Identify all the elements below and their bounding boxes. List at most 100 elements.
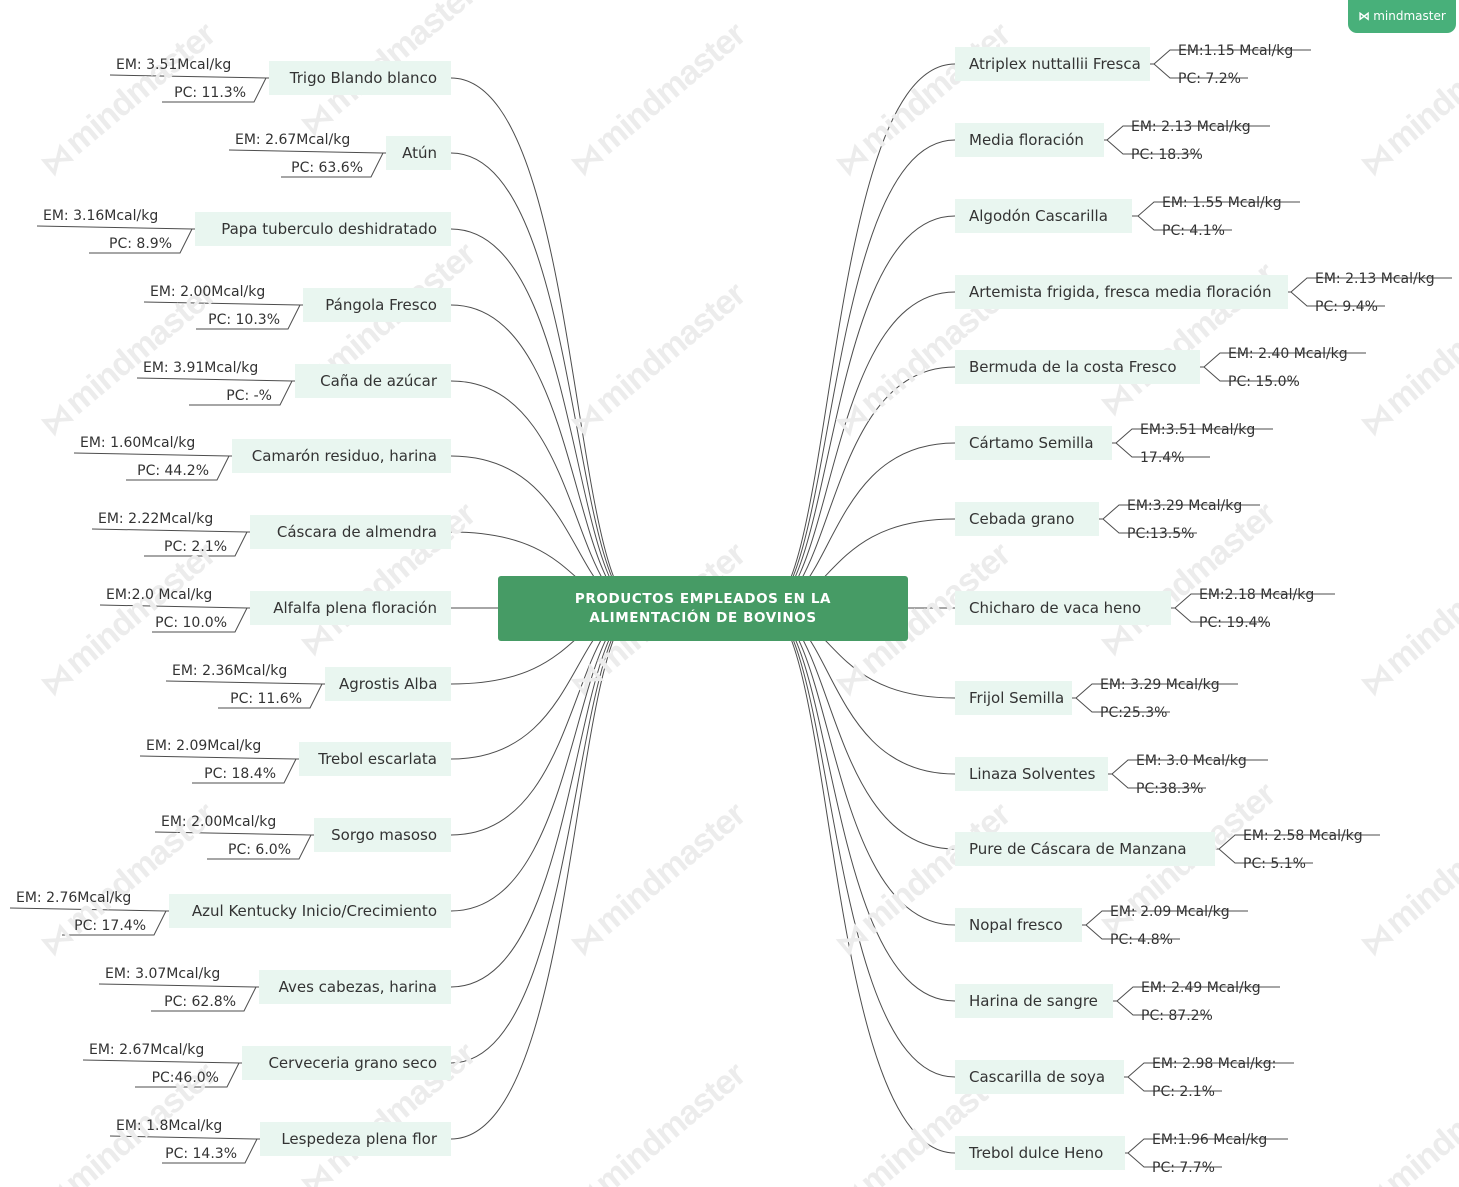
em-underline — [1132, 201, 1300, 217]
pc-underline — [1218, 848, 1313, 864]
pc-value: PC:13.5% — [1127, 526, 1195, 542]
em-value: EM: 2.09Mcal/kg — [146, 738, 262, 754]
pc-underline — [1111, 773, 1206, 789]
em-value: EM: 2.36Mcal/kg — [172, 663, 288, 679]
connector-right-5 — [764, 366, 956, 609]
connector-left-13 — [450, 607, 641, 988]
topic-left-13[interactable]: Aves cabezas, harina — [259, 970, 451, 1004]
connector-right-2 — [764, 139, 956, 609]
pc-value: PC: 4.8% — [1110, 932, 1173, 948]
topic-right-4[interactable]: Artemista frigida, fresca media floració… — [955, 275, 1288, 309]
badge-label: mindmaster — [1373, 9, 1446, 23]
central-topic[interactable]: PRODUCTOS EMPLEADOS EN LA ALIMENTACIÓN D… — [498, 576, 908, 641]
pc-value: PC: 4.1% — [1162, 223, 1225, 239]
em-value: EM: 2.13 Mcal/kg — [1131, 119, 1251, 135]
pc-value: PC: 11.3% — [174, 85, 246, 101]
topic-left-15[interactable]: Lespedeza plena flor — [260, 1122, 451, 1156]
connector-right-11 — [764, 607, 956, 850]
em-value: EM: 2.00Mcal/kg — [150, 284, 266, 300]
topic-label: Aves cabezas, harina — [278, 978, 437, 996]
topic-left-14[interactable]: Cerveceria grano seco — [242, 1046, 451, 1080]
topic-label: Trigo Blando blanco — [289, 69, 437, 87]
connector-left-4 — [450, 304, 641, 609]
em-underline — [139, 755, 299, 760]
topic-left-12[interactable]: Azul Kentucky Inicio/Crecimiento — [169, 894, 451, 928]
topic-left-2[interactable]: Atún — [386, 136, 451, 170]
em-underline — [1171, 593, 1335, 609]
pc-value: PC: 5.1% — [1243, 856, 1306, 872]
topic-right-12[interactable]: Nopal fresco — [955, 908, 1082, 942]
pc-underline — [151, 986, 257, 1012]
pc-value: PC:46.0% — [151, 1070, 219, 1086]
topic-right-14[interactable]: Cascarilla de soya — [955, 1060, 1124, 1094]
topic-right-9[interactable]: Frijol Semilla — [955, 681, 1072, 715]
em-underline — [1108, 759, 1268, 775]
em-value: EM: 3.51Mcal/kg — [116, 57, 232, 73]
em-value: EM: 3.91Mcal/kg — [143, 360, 259, 376]
topic-left-11[interactable]: Sorgo masoso — [314, 818, 451, 852]
em-underline — [109, 1135, 260, 1140]
pc-underline — [1203, 366, 1298, 382]
mindmaster-badge[interactable]: ⋈mindmaster — [1348, 0, 1456, 33]
em-underline — [9, 907, 169, 912]
pc-value: PC: 6.0% — [228, 842, 291, 858]
topic-right-13[interactable]: Harina de sangre — [955, 984, 1113, 1018]
em-value: EM:2.0 Mcal/kg — [106, 587, 213, 603]
em-underline — [165, 680, 325, 685]
topic-label: Sorgo masoso — [331, 826, 437, 844]
topic-label: Pure de Cáscara de Manzana — [969, 840, 1187, 858]
topic-right-15[interactable]: Trebol dulce Heno — [955, 1136, 1125, 1170]
topic-left-8[interactable]: Alfalfa plena floración — [250, 591, 451, 625]
em-underline — [98, 983, 259, 988]
em-value: EM: 2.49 Mcal/kg — [1141, 980, 1261, 996]
topic-left-9[interactable]: Agrostis Alba — [325, 667, 451, 701]
pc-value: PC: 44.2% — [137, 463, 209, 479]
em-underline — [109, 74, 269, 79]
em-value: EM:3.51 Mcal/kg — [1140, 422, 1256, 438]
pc-underline — [1115, 442, 1210, 458]
pc-value: PC: 14.3% — [165, 1146, 237, 1162]
connector-left-14 — [450, 607, 641, 1064]
em-underline — [1099, 504, 1260, 520]
em-underline — [228, 149, 386, 154]
topic-left-10[interactable]: Trebol escarlata — [299, 742, 451, 776]
em-value: EM: 3.16Mcal/kg — [43, 208, 159, 224]
topic-right-2[interactable]: Media floración — [955, 123, 1104, 157]
topic-right-8[interactable]: Chicharo de vaca heno — [955, 591, 1171, 625]
em-underline — [1215, 834, 1380, 850]
topic-label: Cerveceria grano seco — [268, 1054, 437, 1072]
connector-right-15 — [764, 607, 956, 1154]
pc-value: PC: 87.2% — [1141, 1008, 1213, 1024]
topic-right-5[interactable]: Bermuda de la costa Fresco — [955, 350, 1200, 384]
topic-label: Agrostis Alba — [339, 675, 438, 693]
em-underline — [99, 604, 250, 609]
pc-value: PC: 2.1% — [164, 539, 227, 555]
connector-right-12 — [764, 607, 956, 926]
em-value: EM:1.15 Mcal/kg — [1178, 43, 1294, 59]
pc-underline — [1075, 697, 1170, 713]
topic-label: Chicharo de vaca heno — [969, 599, 1142, 617]
topic-left-5[interactable]: Caña de azúcar — [295, 364, 451, 398]
topic-label: Camarón residuo, harina — [251, 447, 437, 465]
topic-left-1[interactable]: Trigo Blando blanco — [269, 61, 451, 95]
em-value: EM: 1.60Mcal/kg — [80, 435, 196, 451]
topic-left-3[interactable]: Papa tuberculo deshidratado — [195, 212, 451, 246]
topic-right-7[interactable]: Cebada grano — [955, 502, 1099, 536]
topic-right-10[interactable]: Linaza Solventes — [955, 757, 1108, 791]
pc-underline — [192, 758, 297, 784]
pc-underline — [1127, 1076, 1222, 1092]
pc-underline — [1085, 924, 1180, 940]
topic-right-6[interactable]: Cártamo Semilla — [955, 426, 1112, 460]
topic-left-4[interactable]: Pángola Fresco — [303, 288, 451, 322]
topic-right-3[interactable]: Algodón Cascarilla — [955, 199, 1132, 233]
topic-right-11[interactable]: Pure de Cáscara de Manzana — [955, 832, 1215, 866]
topic-right-1[interactable]: Atriplex nuttallii Fresca — [955, 47, 1150, 81]
connector-left-15 — [450, 607, 641, 1140]
em-underline — [136, 377, 295, 382]
topic-left-7[interactable]: Cáscara de almendra — [250, 515, 451, 549]
topic-label: Pángola Fresco — [325, 296, 437, 314]
topic-left-6[interactable]: Camarón residuo, harina — [232, 439, 451, 473]
pc-underline — [207, 834, 312, 860]
pc-value: PC: 63.6% — [291, 160, 363, 176]
